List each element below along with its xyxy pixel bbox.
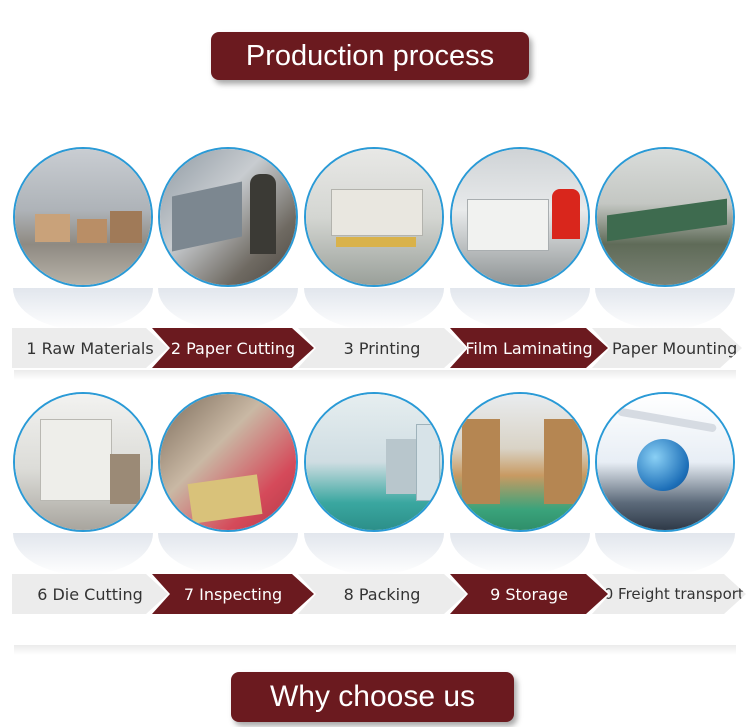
- photo-storage: [450, 392, 590, 532]
- reflection: [158, 533, 298, 575]
- step-label: 5 Paper Mounting: [596, 338, 738, 358]
- step-label: 6 Die Cutting: [37, 584, 143, 604]
- step-label: 1 Raw Materials: [26, 338, 154, 358]
- reflection: [13, 288, 153, 330]
- reflection: [595, 533, 735, 575]
- why-choose-us-banner: Why choose us: [231, 672, 514, 722]
- step-paper-cutting: 2 Paper Cutting: [152, 328, 314, 368]
- reflection: [450, 533, 590, 575]
- photo-freight-transport: [595, 392, 735, 532]
- step-paper-mounting: 5 Paper Mounting: [592, 328, 742, 368]
- step-label: 9 Storage: [490, 584, 568, 604]
- banner-title: Why choose us: [269, 680, 476, 713]
- step-raw-materials: 1 Raw Materials: [12, 328, 168, 368]
- photo-printing: [304, 147, 444, 287]
- photo-paper-cutting: [158, 147, 298, 287]
- step-label: 3 Printing: [343, 338, 421, 358]
- step-die-cutting: 6 Die Cutting: [12, 574, 168, 614]
- step-film-laminating: Film Laminating: [450, 328, 608, 368]
- production-process-banner: Production process: [211, 32, 529, 80]
- photo-packing: [304, 392, 444, 532]
- reflection: [304, 288, 444, 330]
- step-label: 10 Freight transport: [594, 585, 744, 603]
- photo-raw-materials: [13, 147, 153, 287]
- divider: [14, 645, 736, 655]
- banner-title: Production process: [245, 39, 495, 72]
- step-storage: 9 Storage: [450, 574, 608, 614]
- step-freight-transport: 10 Freight transport: [592, 574, 746, 614]
- step-label: Film Laminating: [465, 338, 593, 358]
- step-packing: 8 Packing: [298, 574, 466, 614]
- reflection: [158, 288, 298, 330]
- step-printing: 3 Printing: [298, 328, 466, 368]
- reflection: [304, 533, 444, 575]
- divider: [14, 370, 736, 380]
- step-inspecting: 7 Inspecting: [152, 574, 314, 614]
- photo-inspecting: [158, 392, 298, 532]
- reflection: [13, 533, 153, 575]
- step-label: 2 Paper Cutting: [170, 338, 296, 358]
- reflection: [450, 288, 590, 330]
- step-label: 7 Inspecting: [183, 584, 283, 604]
- photo-film-laminating: [450, 147, 590, 287]
- photo-die-cutting: [13, 392, 153, 532]
- reflection: [595, 288, 735, 330]
- photo-paper-mounting: [595, 147, 735, 287]
- step-label: 8 Packing: [343, 584, 421, 604]
